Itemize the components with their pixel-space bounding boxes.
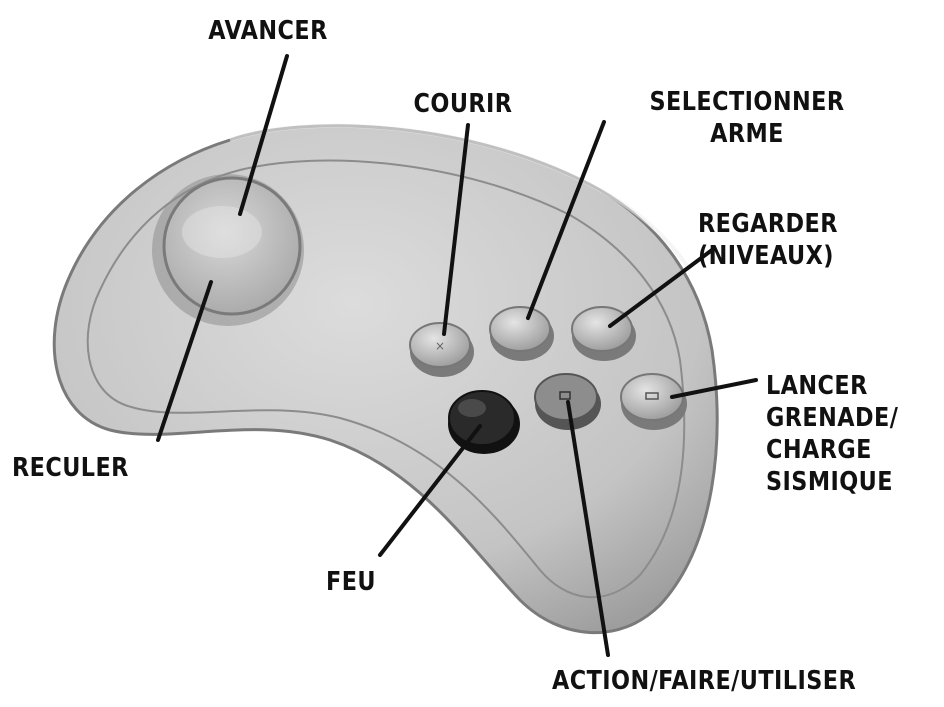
label-select-weapon: SELECTIONNER ARME bbox=[631, 86, 863, 150]
label-look-line1: REGARDER bbox=[698, 208, 838, 240]
label-grenade: LANCER GRENADE/ CHARGE SISMIQUE bbox=[766, 370, 898, 498]
label-look: REGARDER (NIVEAUX) bbox=[698, 208, 838, 272]
label-run: COURIR bbox=[399, 88, 528, 120]
label-fire-text: FEU bbox=[326, 566, 376, 598]
label-forward-text: AVANCER bbox=[199, 15, 337, 47]
label-run-text: COURIR bbox=[399, 88, 528, 120]
label-back: RECULER bbox=[12, 452, 129, 484]
label-back-text: RECULER bbox=[12, 452, 129, 484]
button-y[interactable] bbox=[490, 307, 554, 361]
svg-text:×: × bbox=[435, 339, 445, 353]
label-look-line2: (NIVEAUX) bbox=[698, 240, 838, 272]
label-action: ACTION/FAIRE/UTILISER bbox=[552, 665, 856, 697]
label-select-weapon-line2: ARME bbox=[631, 118, 863, 150]
button-x[interactable]: × bbox=[410, 323, 474, 377]
label-grenade-line4: SISMIQUE bbox=[766, 466, 898, 498]
label-select-weapon-line1: SELECTIONNER bbox=[631, 86, 863, 118]
label-grenade-line3: CHARGE bbox=[766, 434, 898, 466]
label-grenade-line1: LANCER bbox=[766, 370, 898, 402]
button-c[interactable] bbox=[621, 374, 687, 430]
label-action-text: ACTION/FAIRE/UTILISER bbox=[552, 665, 856, 697]
directional-pad[interactable] bbox=[152, 174, 304, 326]
label-forward: AVANCER bbox=[199, 15, 337, 47]
controller-body bbox=[54, 126, 717, 633]
label-fire: FEU bbox=[326, 566, 376, 598]
label-grenade-line2: GRENADE/ bbox=[766, 402, 898, 434]
